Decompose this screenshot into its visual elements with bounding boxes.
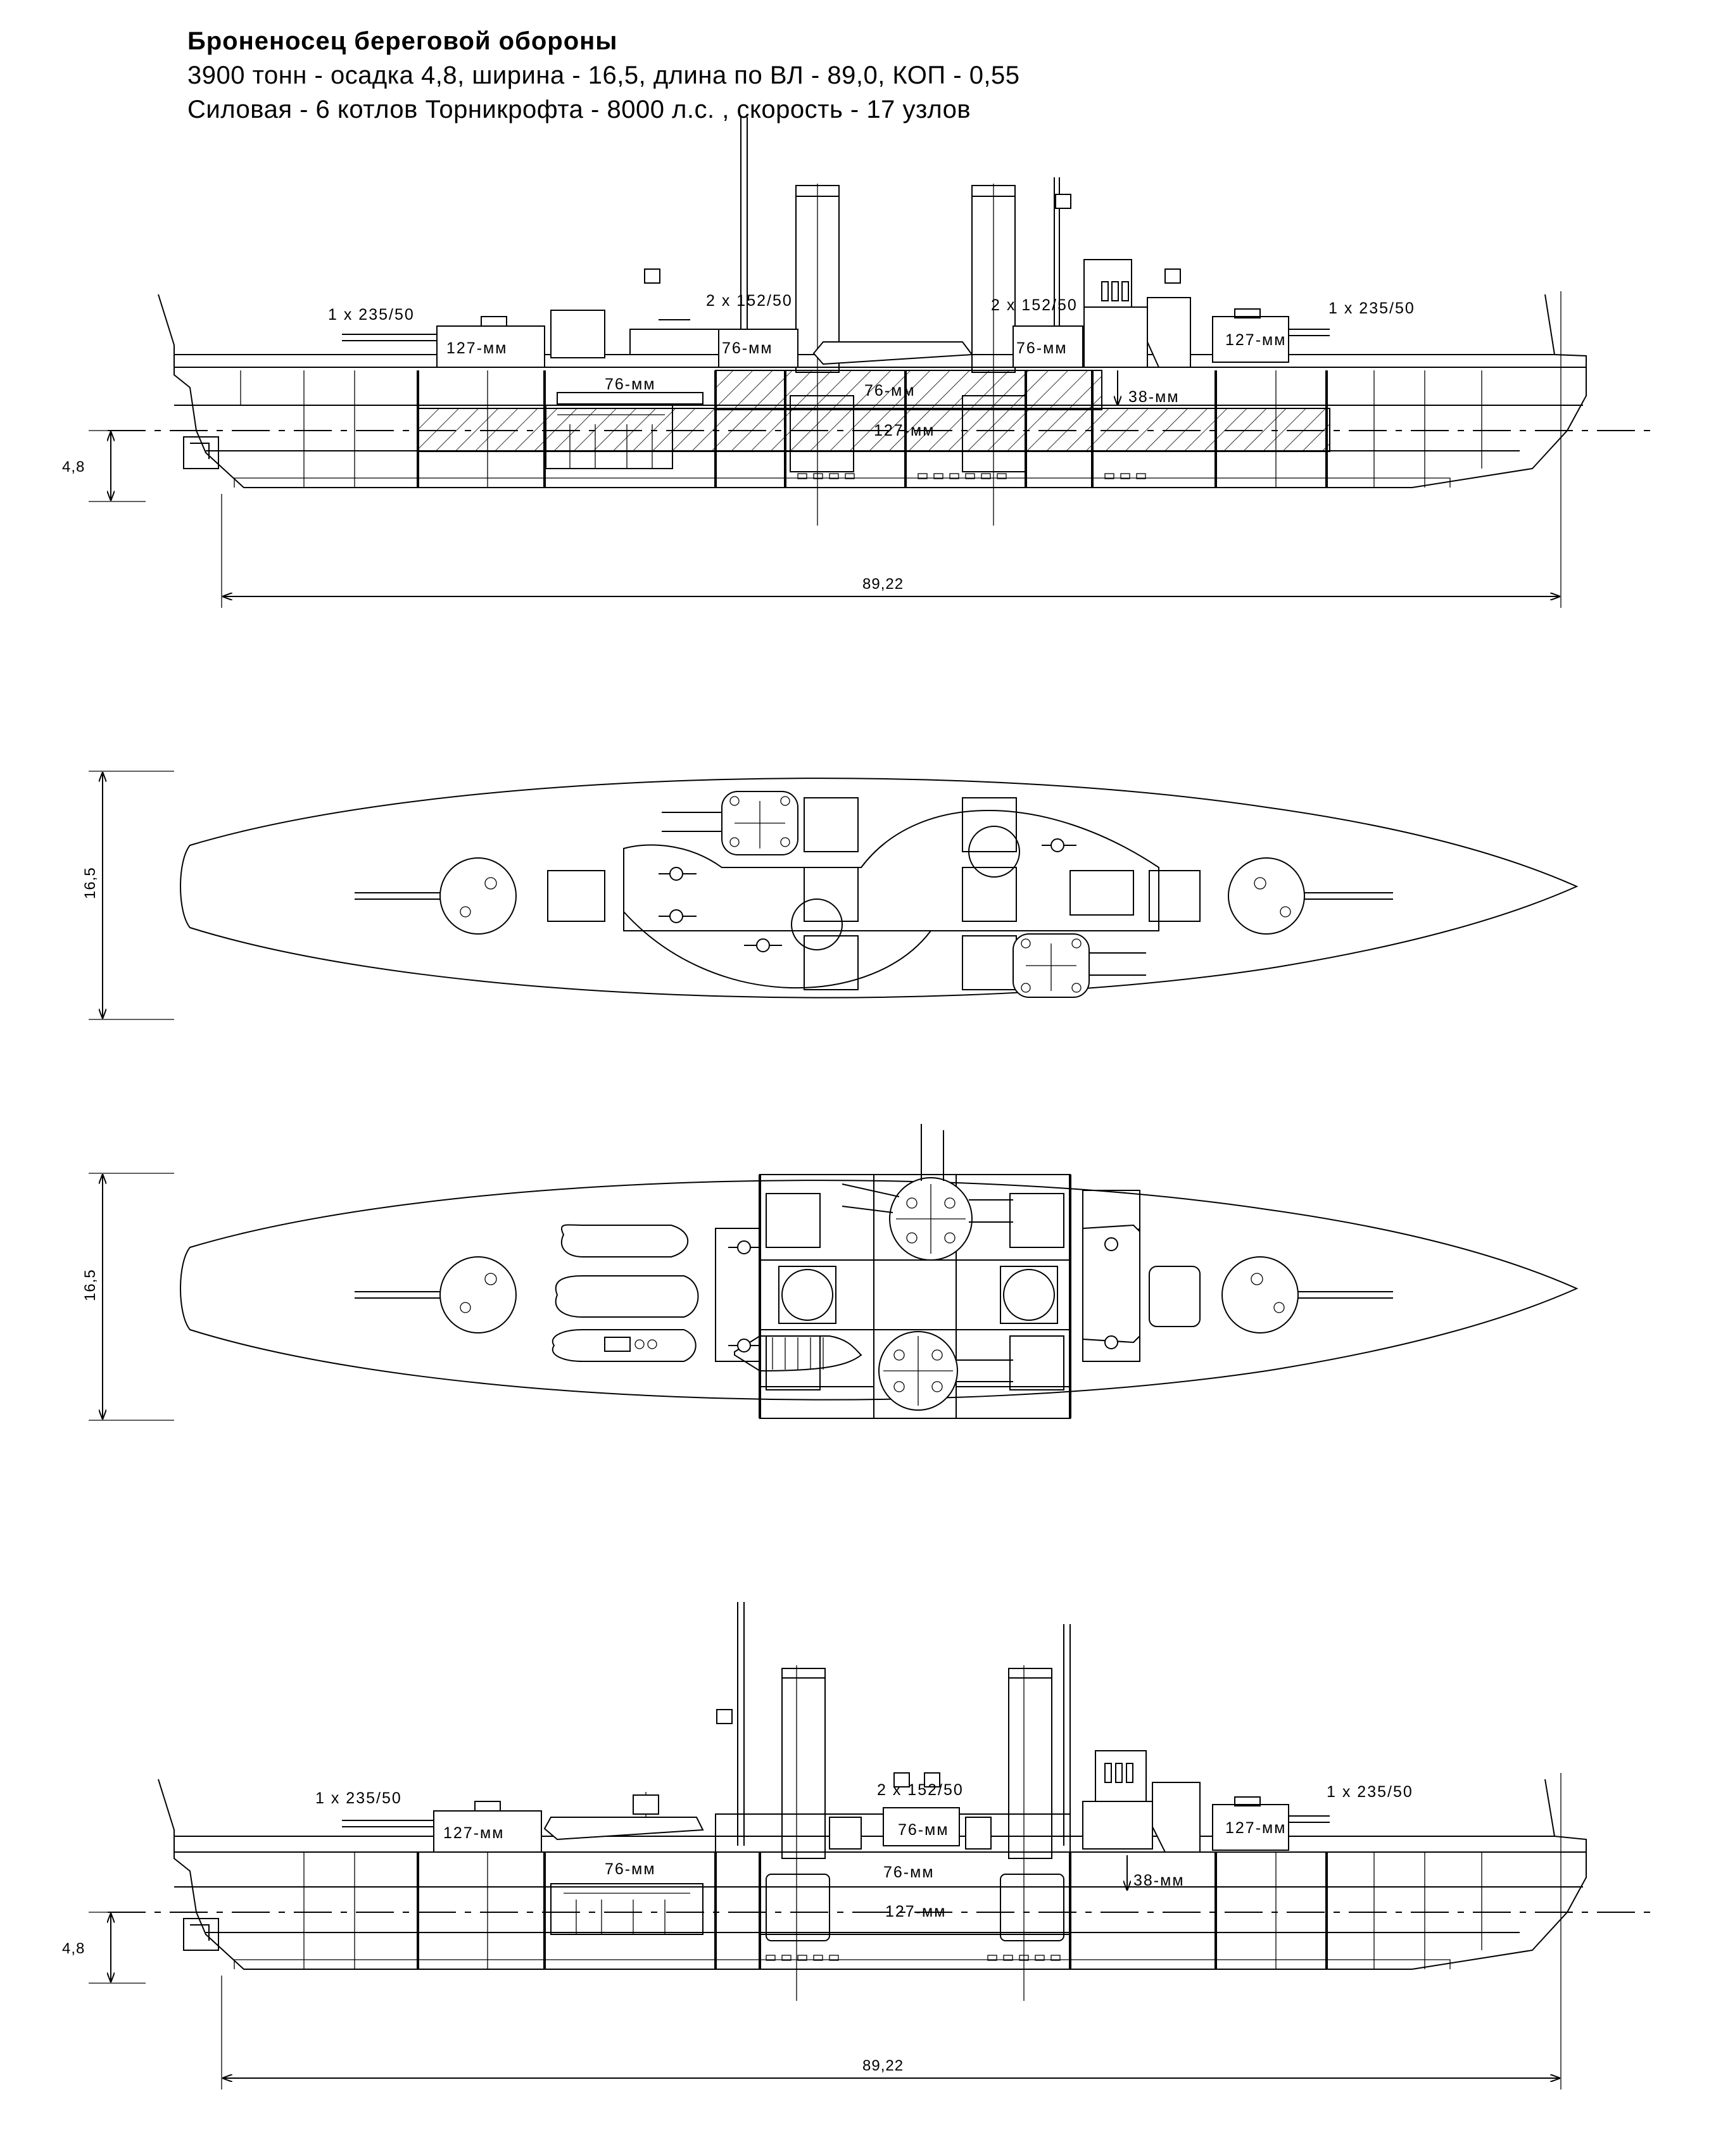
chart-house-aft bbox=[1147, 297, 1191, 368]
boat-plan-2 bbox=[555, 1275, 699, 1318]
boiler-room-bottom-1 bbox=[766, 1874, 830, 1941]
label-casemate-fore-armor-top: 76-мм bbox=[722, 339, 773, 357]
turret-fore-plan-upper bbox=[439, 857, 517, 935]
boat-plan-1 bbox=[560, 1224, 689, 1258]
turret-aft-plan-upper bbox=[1228, 857, 1305, 935]
label-secondary-aft-top: 2 x 152/50 bbox=[991, 296, 1078, 314]
label-casemate-aft-armor-top: 76-мм bbox=[1016, 339, 1068, 357]
casemate-aft-top bbox=[1013, 325, 1083, 368]
label-gun-aft-top: 1 x 235/50 bbox=[1328, 299, 1415, 317]
boat-plan-3 bbox=[552, 1329, 697, 1362]
label-deck-armor-76-bottom: 76-мм bbox=[605, 1860, 656, 1878]
label-gun-fore-bottom: 1 x 235/50 bbox=[315, 1789, 402, 1807]
bulkheads-top bbox=[240, 370, 1482, 488]
beam-dim-text-upper: 16,5 bbox=[82, 867, 99, 899]
casemate-fore-top bbox=[718, 329, 798, 368]
label-deck-armor-76-top: 76-мм bbox=[605, 375, 656, 393]
plan-view-main-deck: 16,5 bbox=[82, 1124, 1579, 1421]
beam-dim-text-lower: 16,5 bbox=[82, 1269, 99, 1301]
double-bottom-top bbox=[234, 477, 1451, 488]
specs-line-2: Силовая - 6 котлов Торникрофта - 8000 л.… bbox=[187, 96, 971, 123]
boat-plan-4 bbox=[734, 1335, 862, 1372]
boat-bottom bbox=[543, 1817, 704, 1841]
label-belt-armor-bottom: 127-мм bbox=[885, 1903, 946, 1920]
title-block: Броненосец береговой обороны 3900 тонн -… bbox=[187, 24, 1020, 127]
label-secondary-bottom: 2 x 152/50 bbox=[877, 1781, 964, 1799]
label-deck-armor-38-top: 38-мм bbox=[1128, 388, 1180, 406]
plan-view-upper-deck: 16,5 bbox=[82, 771, 1579, 1020]
label-turret-aft-armor-top: 127-мм bbox=[1225, 331, 1286, 349]
specs-line-1: 3900 тонн - осадка 4,8, ширина - 16,5, д… bbox=[187, 61, 1020, 89]
turret-fore-bottom bbox=[433, 1810, 542, 1853]
searchlight-aft bbox=[1055, 194, 1071, 209]
label-battery-armor-76-bottom: 76-мм bbox=[883, 1863, 935, 1881]
conning-tower-fore bbox=[550, 310, 605, 358]
label-secondary-fore-top: 2 x 152/50 bbox=[706, 292, 793, 310]
label-turret-fore-armor-bottom: 127-мм bbox=[443, 1824, 504, 1842]
turret-aft-plan-lower bbox=[1221, 1256, 1299, 1333]
turret-fore-top bbox=[436, 325, 545, 368]
turret-fore-plan-lower bbox=[439, 1256, 517, 1333]
superstructure-deck-plan bbox=[623, 810, 1159, 931]
engine-room bbox=[545, 405, 673, 469]
label-casemate-armor-bottom: 76-мм bbox=[898, 1821, 949, 1839]
drawing-title: Броненосец береговой обороны bbox=[187, 27, 618, 55]
label-battery-armor-76-top: 76-мм bbox=[864, 382, 916, 400]
length-dim-text-bottom: 89,22 bbox=[862, 2057, 904, 2074]
length-dim-text-top: 89,22 bbox=[862, 576, 904, 593]
boiler-room-1 bbox=[790, 395, 854, 472]
side-view-top: 127-мм 127-мм 76-мм 76-мм 76-мм 76-мм 12… bbox=[62, 117, 1659, 608]
funnel-fore-bottom bbox=[781, 1668, 826, 1859]
turret-aft-top bbox=[1212, 316, 1289, 363]
hull-outline-plan-lower bbox=[180, 1180, 1579, 1401]
boiler-room-2 bbox=[962, 395, 1026, 472]
hull-side-top bbox=[158, 294, 1587, 488]
hull-outline-plan-upper bbox=[180, 778, 1579, 999]
funnel-aft-plan bbox=[968, 826, 1020, 878]
boat-top bbox=[812, 341, 973, 365]
hull-side-bottom bbox=[158, 1779, 1587, 1970]
label-gun-aft-bottom: 1 x 235/50 bbox=[1327, 1783, 1413, 1801]
funnel-fore-plan bbox=[791, 898, 843, 950]
draft-dim-text-bottom: 4,8 bbox=[62, 1940, 85, 1957]
side-view-bottom: 127-мм 127-мм 76-мм 76-мм 76-мм 127-мм 3… bbox=[62, 1602, 1659, 2090]
boiler-room-bottom-2 bbox=[1000, 1874, 1064, 1941]
label-gun-fore-top: 1 x 235/50 bbox=[328, 306, 415, 324]
funnel-aft-bottom bbox=[1008, 1668, 1052, 1859]
engine-room-bottom bbox=[550, 1883, 703, 1935]
label-turret-aft-armor-bottom: 127-мм bbox=[1225, 1819, 1286, 1837]
searchlight-fore bbox=[644, 268, 660, 284]
label-belt-armor-top: 127-мм bbox=[874, 422, 935, 439]
label-deck-armor-38-bottom: 38-мм bbox=[1133, 1872, 1185, 1889]
turret-aft-bottom bbox=[1212, 1804, 1289, 1851]
label-turret-fore-armor-top: 127-мм bbox=[446, 339, 507, 357]
chart-house-bottom bbox=[1152, 1782, 1201, 1853]
casemate-bottom bbox=[883, 1807, 960, 1846]
draft-dim-text-top: 4,8 bbox=[62, 458, 85, 476]
